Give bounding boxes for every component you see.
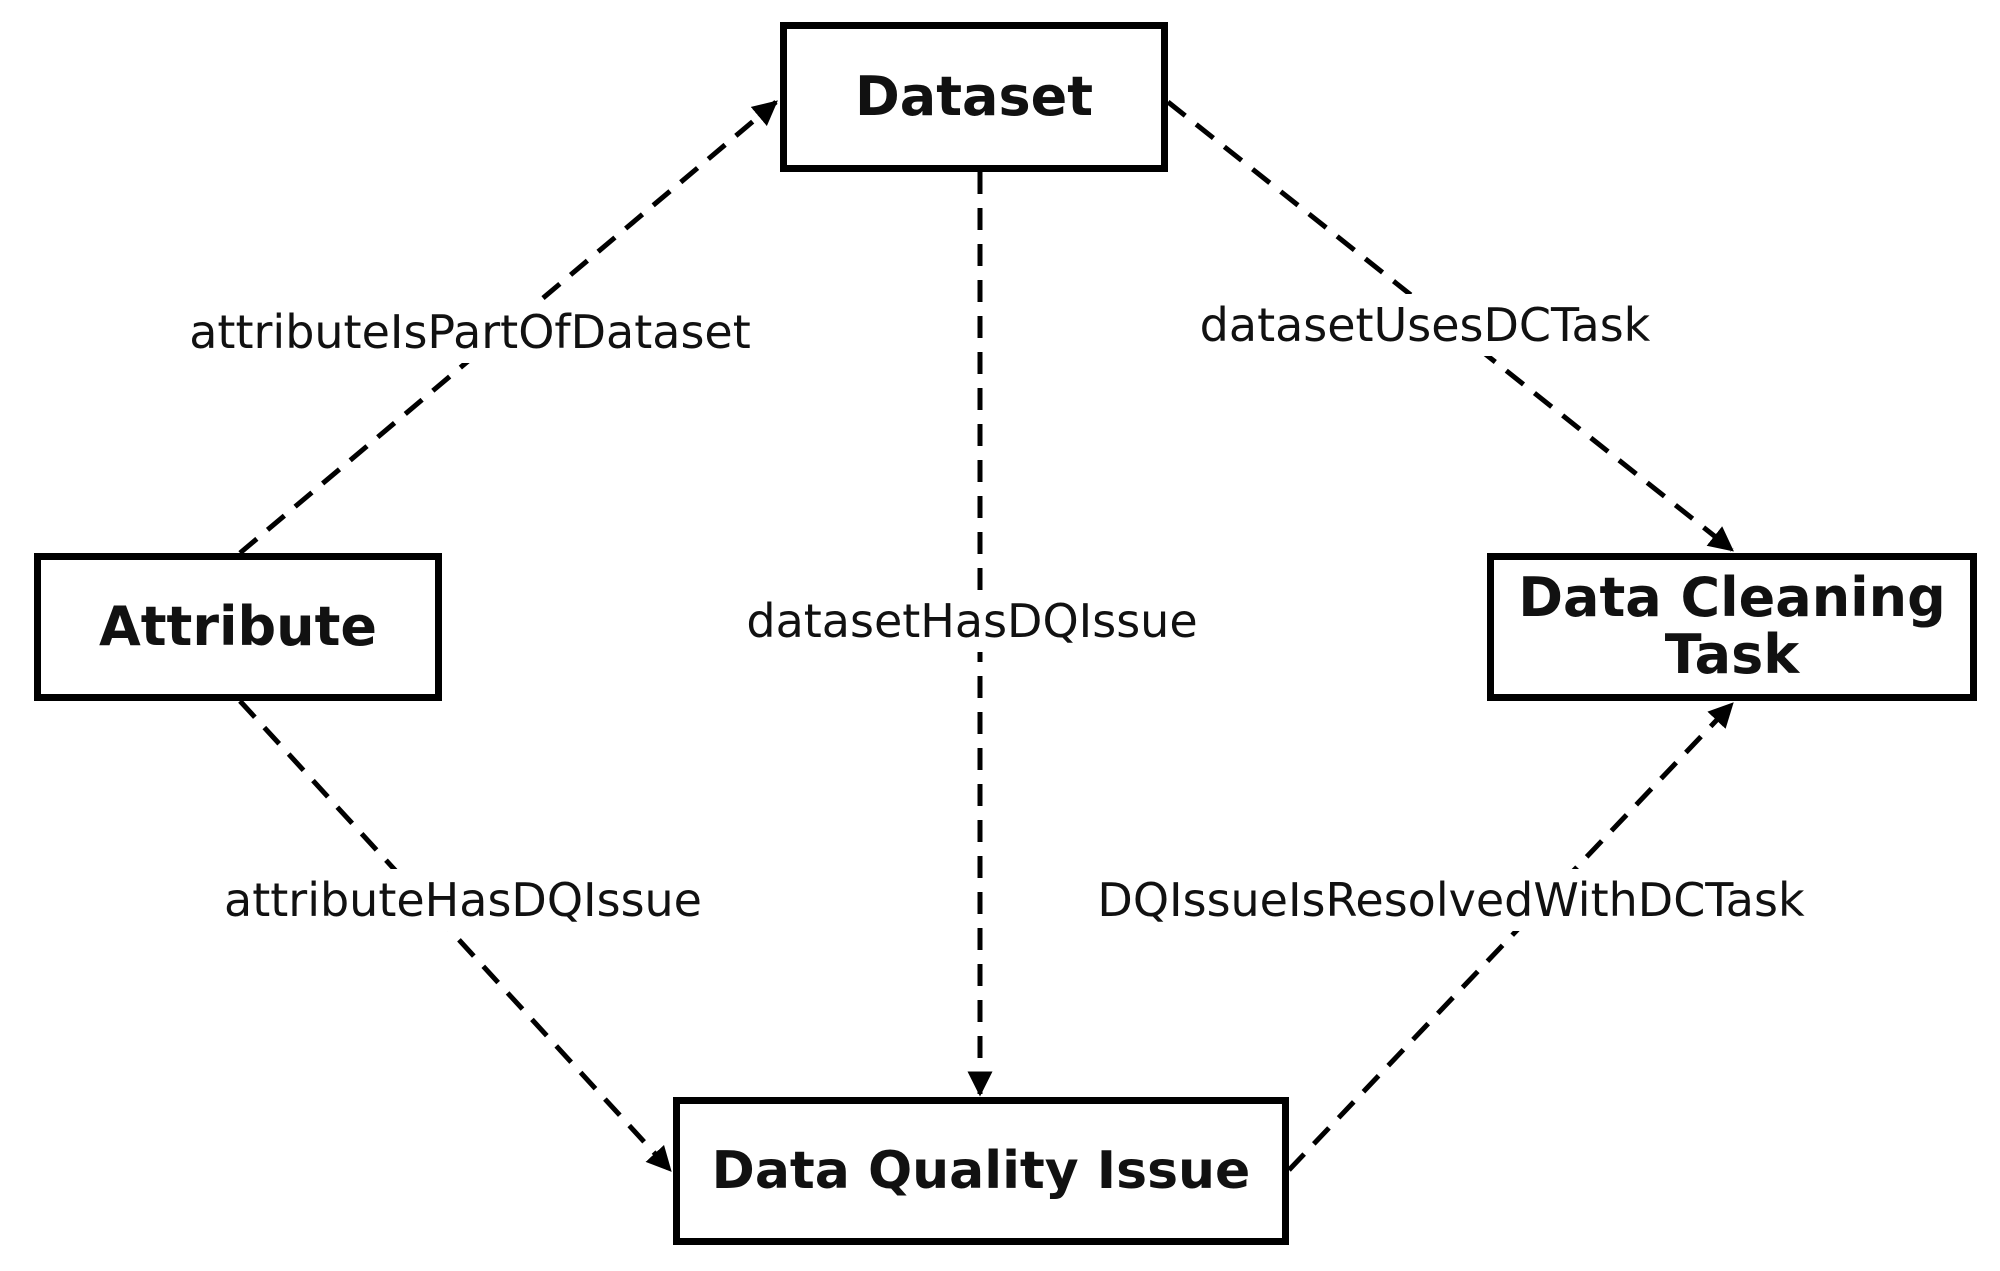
edge-attribute-to-dqi [238, 699, 672, 1172]
edge-label-attribute-is-part-of-dataset: attributeIsPartOfDataset [183, 301, 757, 363]
edge-attribute-to-dataset [238, 100, 778, 555]
dataset-node: Dataset [780, 22, 1168, 172]
data-cleaning-task-label-line2: Task [1664, 623, 1800, 686]
edge-label-dataset-uses-dc-task: datasetUsesDCTask [1193, 294, 1657, 356]
edge-label-dq-issue-is-resolved-with-dc-task: DQIssueIsResolvedWithDCTask [1091, 869, 1811, 931]
attribute-node: Attribute [34, 553, 442, 701]
edge-label-attribute-has-dq-issue: attributeHasDQIssue [218, 869, 708, 931]
edge-dqi-to-dct [1287, 702, 1734, 1172]
edge-label-dataset-has-dq-issue: datasetHasDQIssue [740, 590, 1204, 652]
data-cleaning-task-label-line1: Data Cleaning [1518, 566, 1946, 630]
data-cleaning-task-node: Data Cleaning Task [1487, 553, 1977, 701]
data-quality-issue-node: Data Quality Issue [673, 1097, 1289, 1245]
attribute-node-label: Attribute [98, 594, 378, 658]
dataset-node-label: Dataset [854, 64, 1094, 128]
data-quality-issue-node-label: Data Quality Issue [711, 1140, 1251, 1201]
